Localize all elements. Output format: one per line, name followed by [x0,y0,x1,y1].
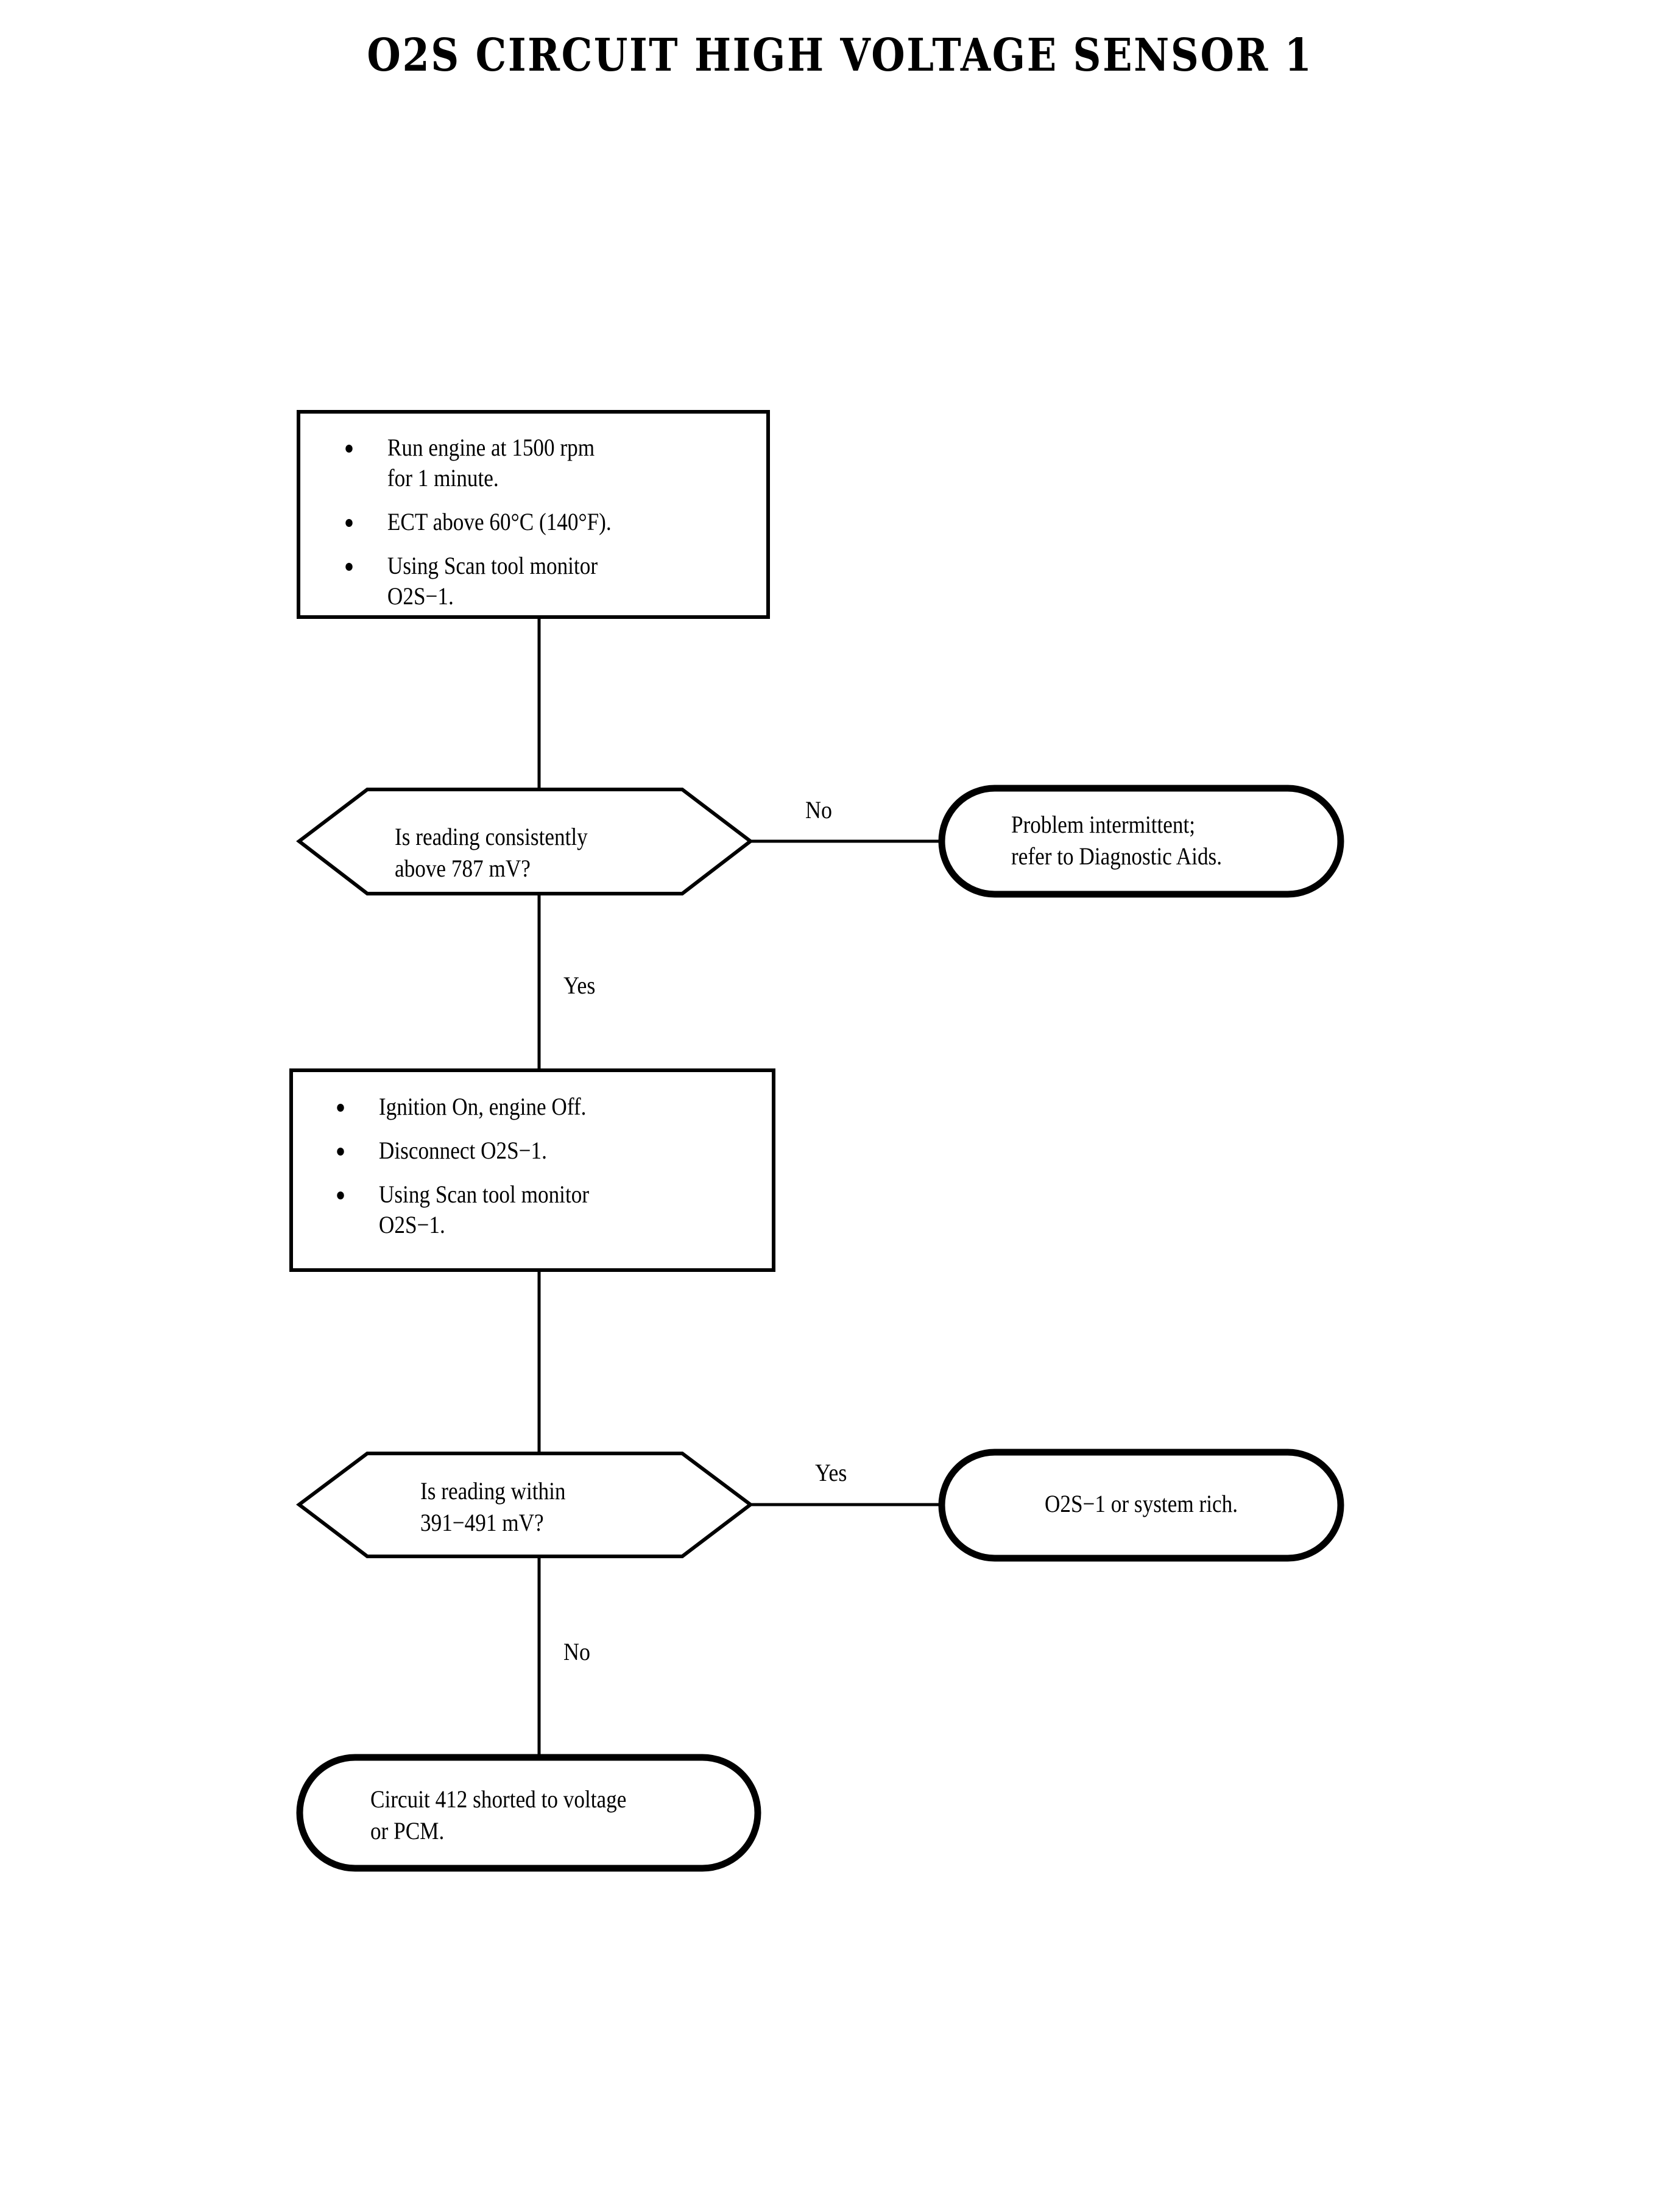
process-step2-bullet-list: Ignition On, engine Off. Disconnect O2S−… [334,1092,747,1240]
terminal-result2-label: O2S−1 or system rich. [1044,1490,1238,1517]
process-step1-bullet-list: Run engine at 1500 rpm for 1 minute. ECT… [342,432,750,612]
terminal-result1[interactable] [938,785,1344,898]
decision2-label: Is reading within 391−491 mV? [420,1477,566,1536]
edge-label-decision2-no: No [563,1638,591,1665]
terminal-result2[interactable] [938,1449,1344,1562]
terminal-result3-label: Circuit 412 shorted to voltage or PCM. [370,1785,627,1845]
decision-hexagon-2[interactable] [296,1452,754,1558]
decision1-label: Is reading consistently above 787 mV? [395,823,588,882]
process-box-step2[interactable] [289,1068,775,1272]
terminal-result3[interactable] [296,1754,761,1872]
list-item: ECT above 60°C (140°F). [342,507,750,537]
page-title: O2S CIRCUIT HIGH VOLTAGE SENSOR 1 [367,29,1313,82]
list-item: Run engine at 1500 rpm for 1 minute. [342,432,750,493]
process-box-step1[interactable] [297,410,770,619]
list-item: Using Scan tool monitor O2S−1. [342,551,750,612]
list-item: Using Scan tool monitor O2S−1. [334,1179,747,1240]
edge-label-decision1-yes: Yes [563,972,596,999]
edge-label-decision1-no: No [805,796,833,824]
list-item: Ignition On, engine Off. [334,1092,747,1122]
list-item: Disconnect O2S−1. [334,1135,747,1166]
terminal-result1-label: Problem intermittent; refer to Diagnosti… [1011,811,1223,870]
edge-label-decision2-yes: Yes [815,1459,847,1486]
decision-hexagon-1[interactable] [296,788,754,895]
